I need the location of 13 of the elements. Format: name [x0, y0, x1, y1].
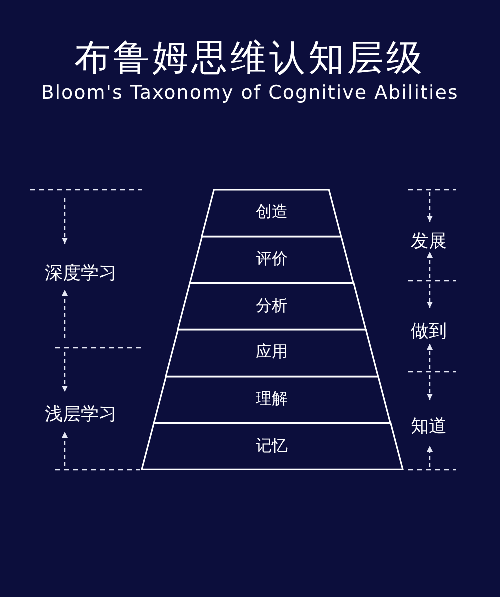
level-label: 分析 [255, 296, 289, 317]
side-label: 发展 [411, 230, 447, 253]
level-label: 创造 [254, 202, 289, 224]
level-label: 应用 [254, 342, 289, 364]
title: 布鲁姆思维认知层级 [74, 37, 426, 81]
level-label: 记忆 [255, 436, 289, 457]
level-label: 评价 [254, 248, 289, 270]
side-label: 深度学习 [45, 262, 117, 285]
side-label: 知道 [411, 415, 447, 438]
level-label: 理解 [254, 388, 289, 410]
side-label: 做到 [411, 320, 447, 343]
side-label: 浅层学习 [45, 403, 117, 426]
subtitle: Bloom's Taxonomy of Cognitive Abilities [40, 82, 460, 104]
